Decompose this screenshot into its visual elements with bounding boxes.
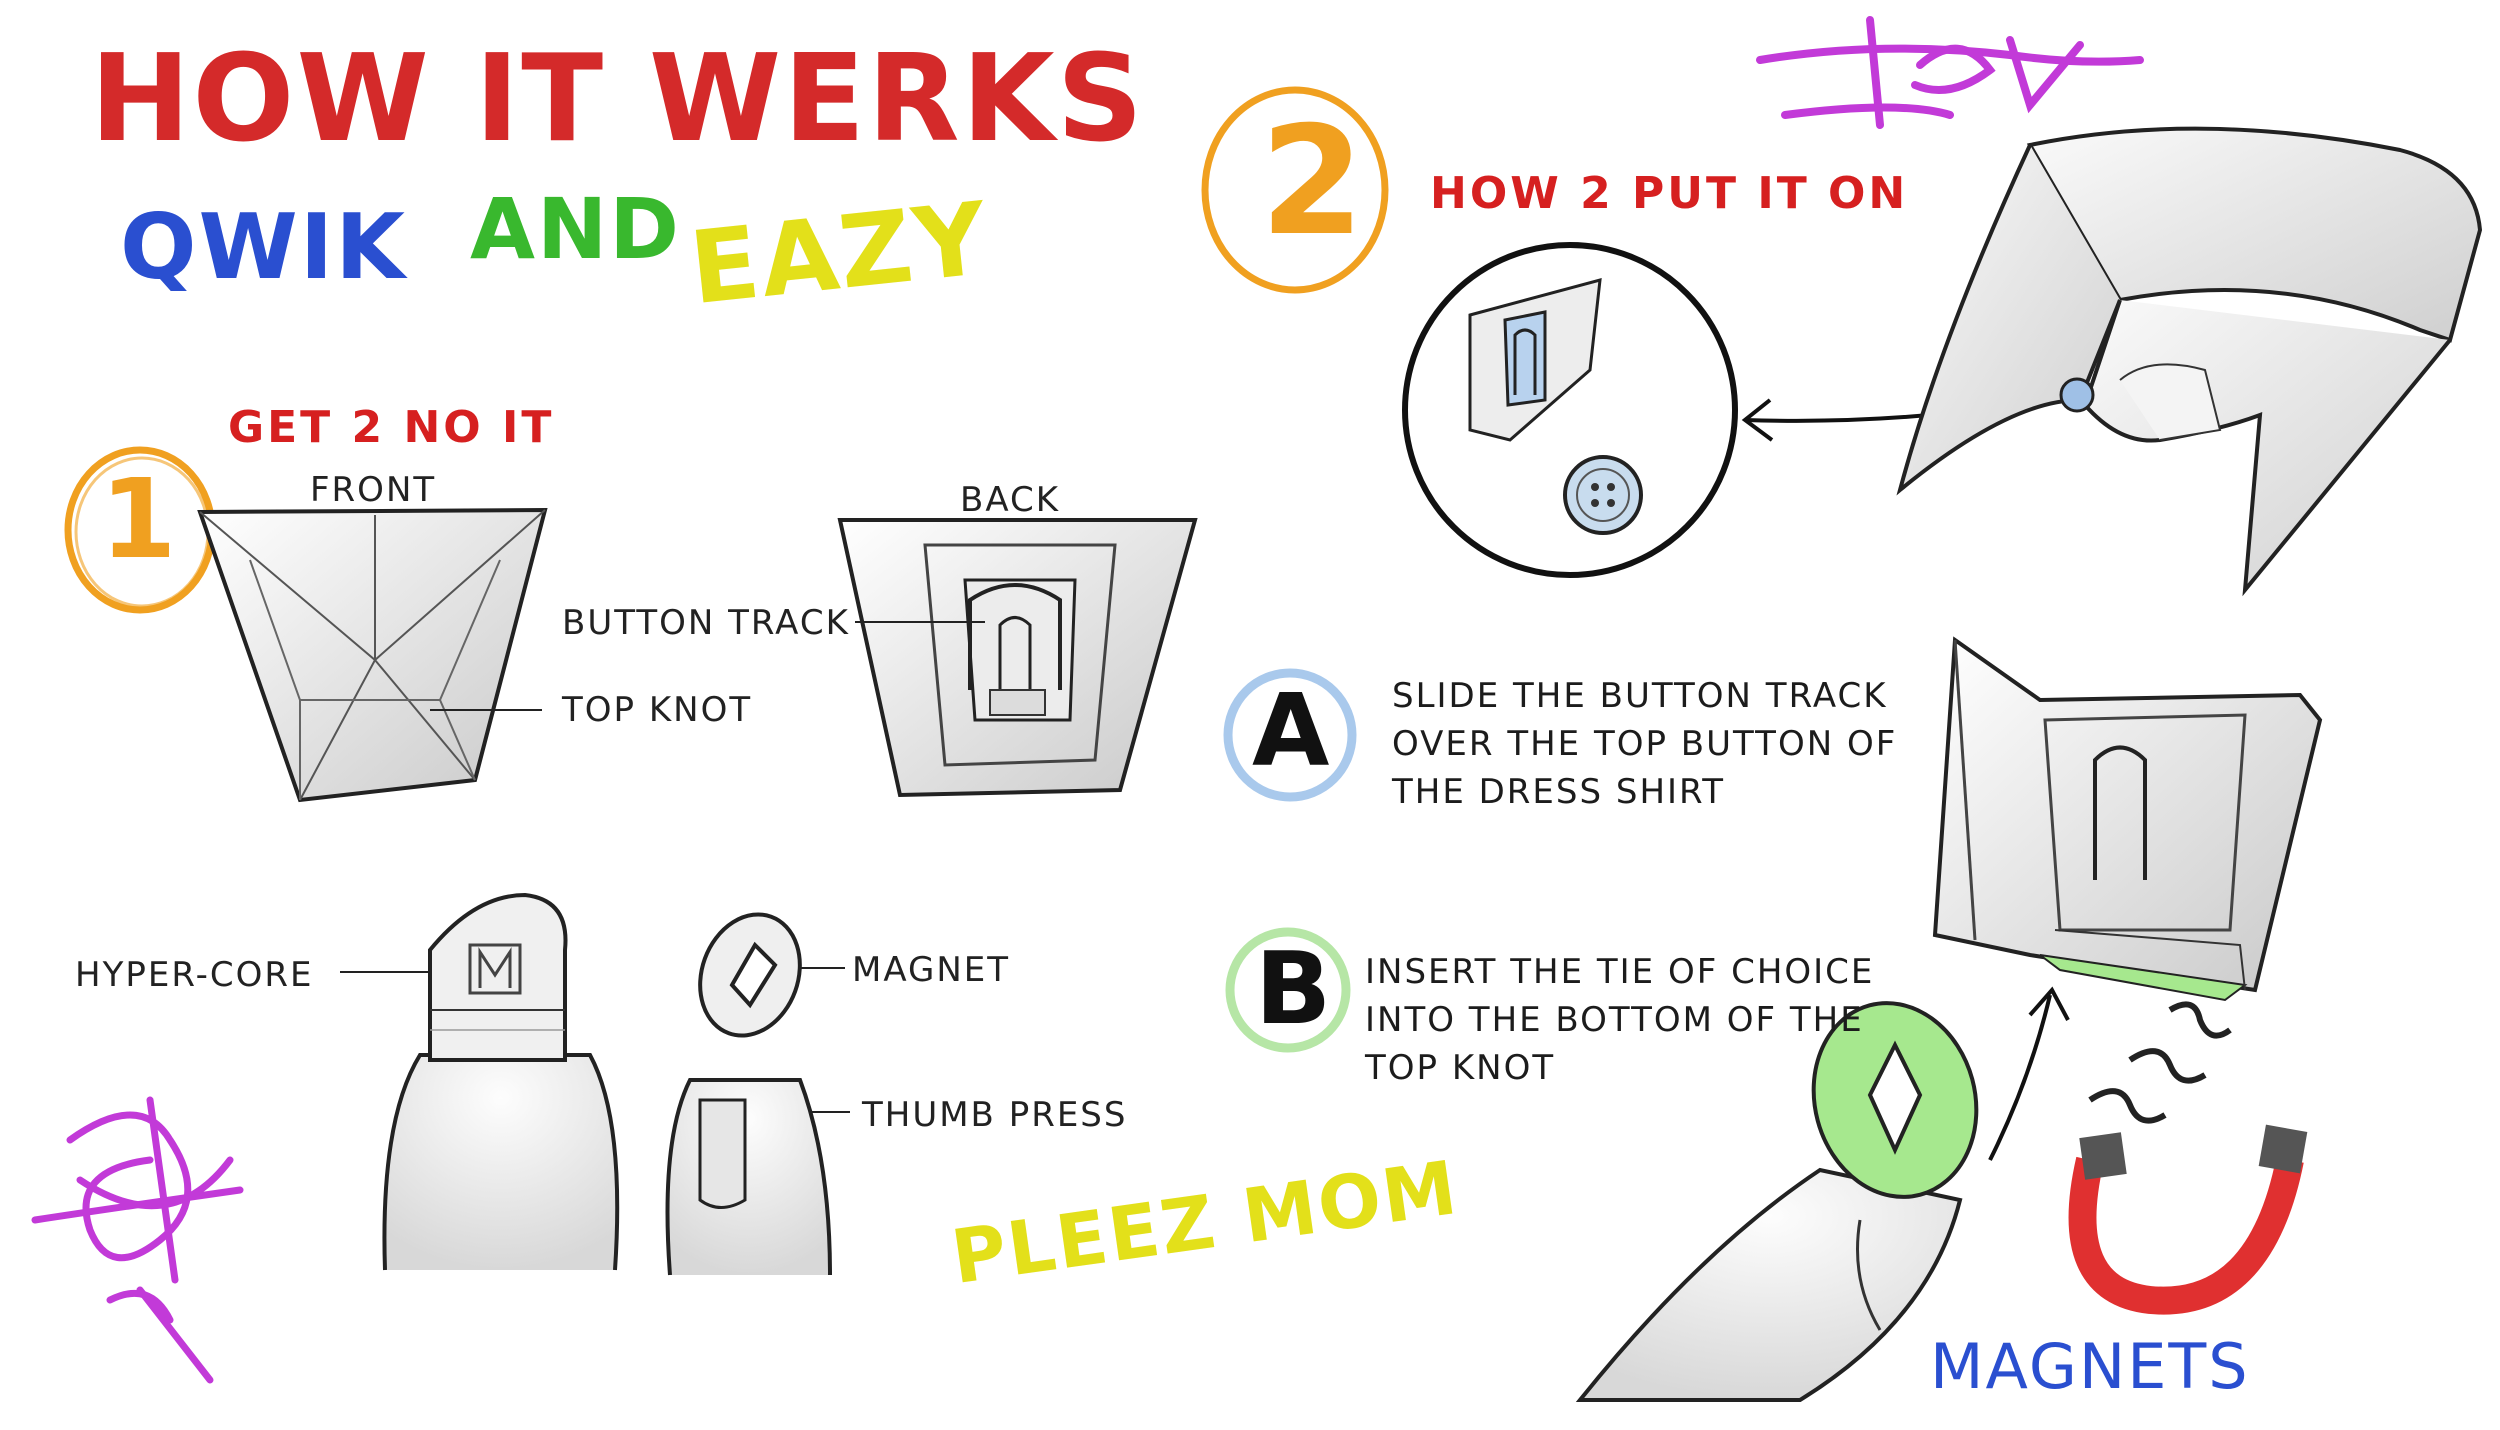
hyper-core-label: HYPER-CORE bbox=[75, 955, 314, 995]
magnet-label: MAGNET bbox=[852, 950, 1011, 990]
step-b-instructions: INSERT THE TIE OF CHOICE INTO THE BOTTOM… bbox=[1365, 948, 1874, 1092]
step-a-letter: A bbox=[1252, 672, 1332, 789]
insert-arrow bbox=[1988, 994, 2052, 1161]
circle-a-bg bbox=[1223, 668, 1357, 802]
top-knot-front-sketch bbox=[197, 507, 548, 803]
button-icon bbox=[1563, 455, 1643, 535]
step1-heading: GET 2 NO IT bbox=[228, 402, 555, 453]
step-b-line-1: INSERT THE TIE OF CHOICE bbox=[1365, 952, 1875, 992]
shirt-collar-sketch bbox=[1896, 126, 2483, 597]
purple-scribble-top bbox=[1756, 16, 2144, 129]
magnets-label: MAGNETS bbox=[1930, 1330, 2250, 1403]
knot-installed-sketch bbox=[1932, 636, 2323, 1002]
button-track-label: BUTTON TRACK bbox=[562, 603, 850, 643]
thumb-side-sketch bbox=[665, 912, 832, 1276]
magnet-icon bbox=[2068, 1001, 2308, 1315]
purple-scribble-bottom bbox=[31, 1096, 244, 1384]
step-a-line-3: THE DRESS SHIRT bbox=[1392, 772, 1725, 812]
step-b-letter: B bbox=[1255, 930, 1334, 1047]
top-knot-label: TOP KNOT bbox=[562, 690, 753, 730]
step1-number: 1 bbox=[100, 455, 179, 583]
thumb-front-sketch bbox=[382, 892, 620, 1271]
step2-number: 2 bbox=[1260, 95, 1367, 269]
step-b-line-2: INTO THE BOTTOM OF THE bbox=[1365, 1000, 1864, 1040]
step-a-instructions: SLIDE THE BUTTON TRACK OVER THE TOP BUTT… bbox=[1392, 672, 1897, 816]
title-how-it-werks: HOW IT WERKS bbox=[90, 30, 1146, 169]
title-and: AND bbox=[470, 180, 682, 278]
thumb-press-label: THUMB PRESS bbox=[862, 1095, 1128, 1135]
title-qwik: QWIK bbox=[120, 195, 408, 300]
top-knot-back-sketch bbox=[837, 518, 1198, 798]
step-b-line-3: TOP KNOT bbox=[1365, 1048, 1556, 1088]
step2-circle bbox=[1201, 86, 1389, 294]
zoom-detail-circle bbox=[1402, 242, 1738, 578]
step-a-line-1: SLIDE THE BUTTON TRACK bbox=[1392, 676, 1888, 716]
step-a-line-2: OVER THE TOP BUTTON OF bbox=[1392, 724, 1898, 764]
logo-m-icon bbox=[468, 943, 522, 995]
back-label: BACK bbox=[960, 480, 1061, 520]
front-label: FRONT bbox=[310, 470, 437, 510]
thumb-inserting-sketch bbox=[1575, 1001, 1979, 1402]
step2-heading: HOW 2 PUT IT ON bbox=[1430, 168, 1909, 219]
circle-b-bg bbox=[1225, 927, 1351, 1053]
